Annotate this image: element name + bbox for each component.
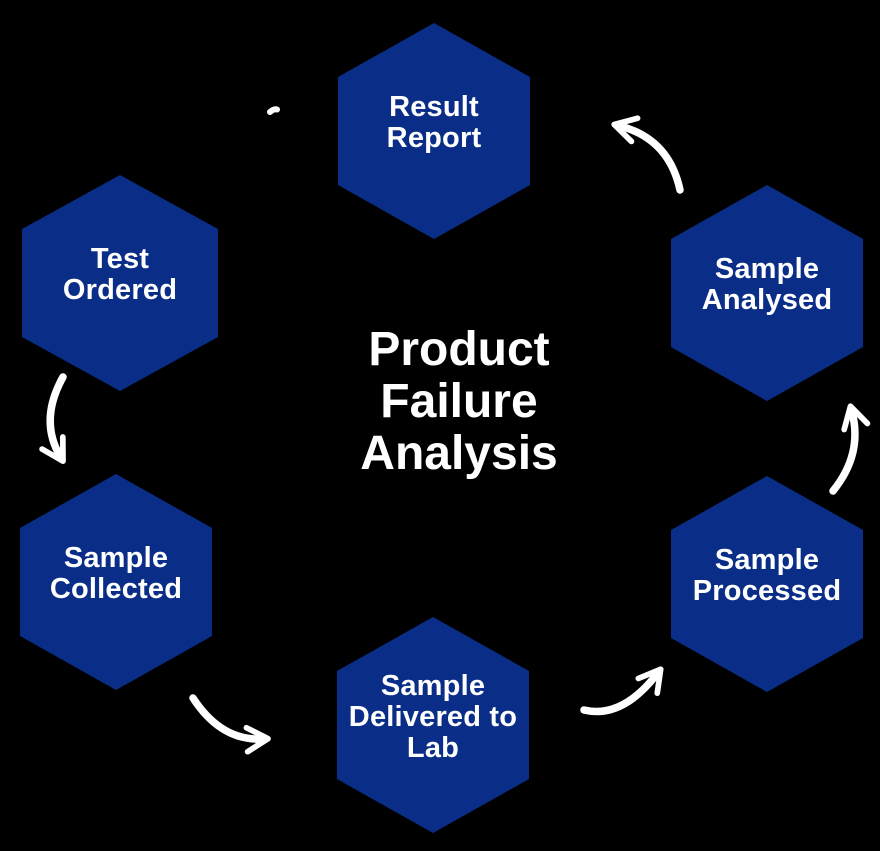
diagram-title: Product Failure Analysis (299, 324, 619, 480)
label-line: Analysed (701, 284, 833, 316)
title-line: Product (368, 323, 550, 376)
label-line: Result (389, 91, 479, 123)
title-line: Failure (380, 375, 538, 428)
hexagon-sample-delivered-to-lab: Sample Delivered to Lab (337, 617, 529, 833)
arrow-sample-analysed-to-result-report-icon (611, 115, 684, 194)
label-line: Lab (406, 731, 460, 764)
label-line: Delivered to (348, 700, 518, 733)
arrow-sample-delivered-to-sample-processed-icon (580, 666, 664, 716)
hexagon-label-result-report: Result Report (387, 92, 482, 154)
label-line: Ordered (62, 274, 178, 306)
hexagon-test-ordered: Test Ordered (22, 175, 218, 391)
label-line: Report (386, 122, 482, 154)
hexagon-sample-analysed: Sample Analysed (671, 185, 863, 401)
label-line: Sample (714, 253, 820, 285)
hexagon-label-test-ordered: Test Ordered (63, 244, 177, 306)
title-line: Analysis (360, 427, 558, 480)
hexagon-result-report: Result Report (338, 23, 530, 239)
arrow-sample-processed-to-sample-analysed-icon (829, 403, 871, 495)
label-line: Sample (714, 544, 820, 576)
hexagon-sample-collected: Sample Collected (20, 474, 212, 690)
label-line: Collected (49, 573, 183, 605)
hexagon-label-sample-collected: Sample Collected (50, 543, 182, 605)
label-line: Test (90, 243, 150, 275)
arrow-test-ordered-to-sample-collected-icon (39, 373, 67, 465)
hexagon-label-sample-delivered-to-lab: Sample Delivered to Lab (348, 669, 518, 764)
hexagon-label-sample-analysed: Sample Analysed (702, 254, 833, 316)
arrow-sample-collected-to-sample-delivered-icon (189, 694, 271, 755)
hexagon-label-sample-processed: Sample Processed (693, 545, 842, 607)
label-line: Sample (380, 669, 486, 702)
arrow-result-report-to-test-ordered-remnant-icon (267, 106, 280, 115)
hexagon-sample-processed: Sample Processed (671, 476, 863, 692)
label-line: Sample (63, 542, 169, 574)
label-line: Processed (692, 575, 842, 607)
